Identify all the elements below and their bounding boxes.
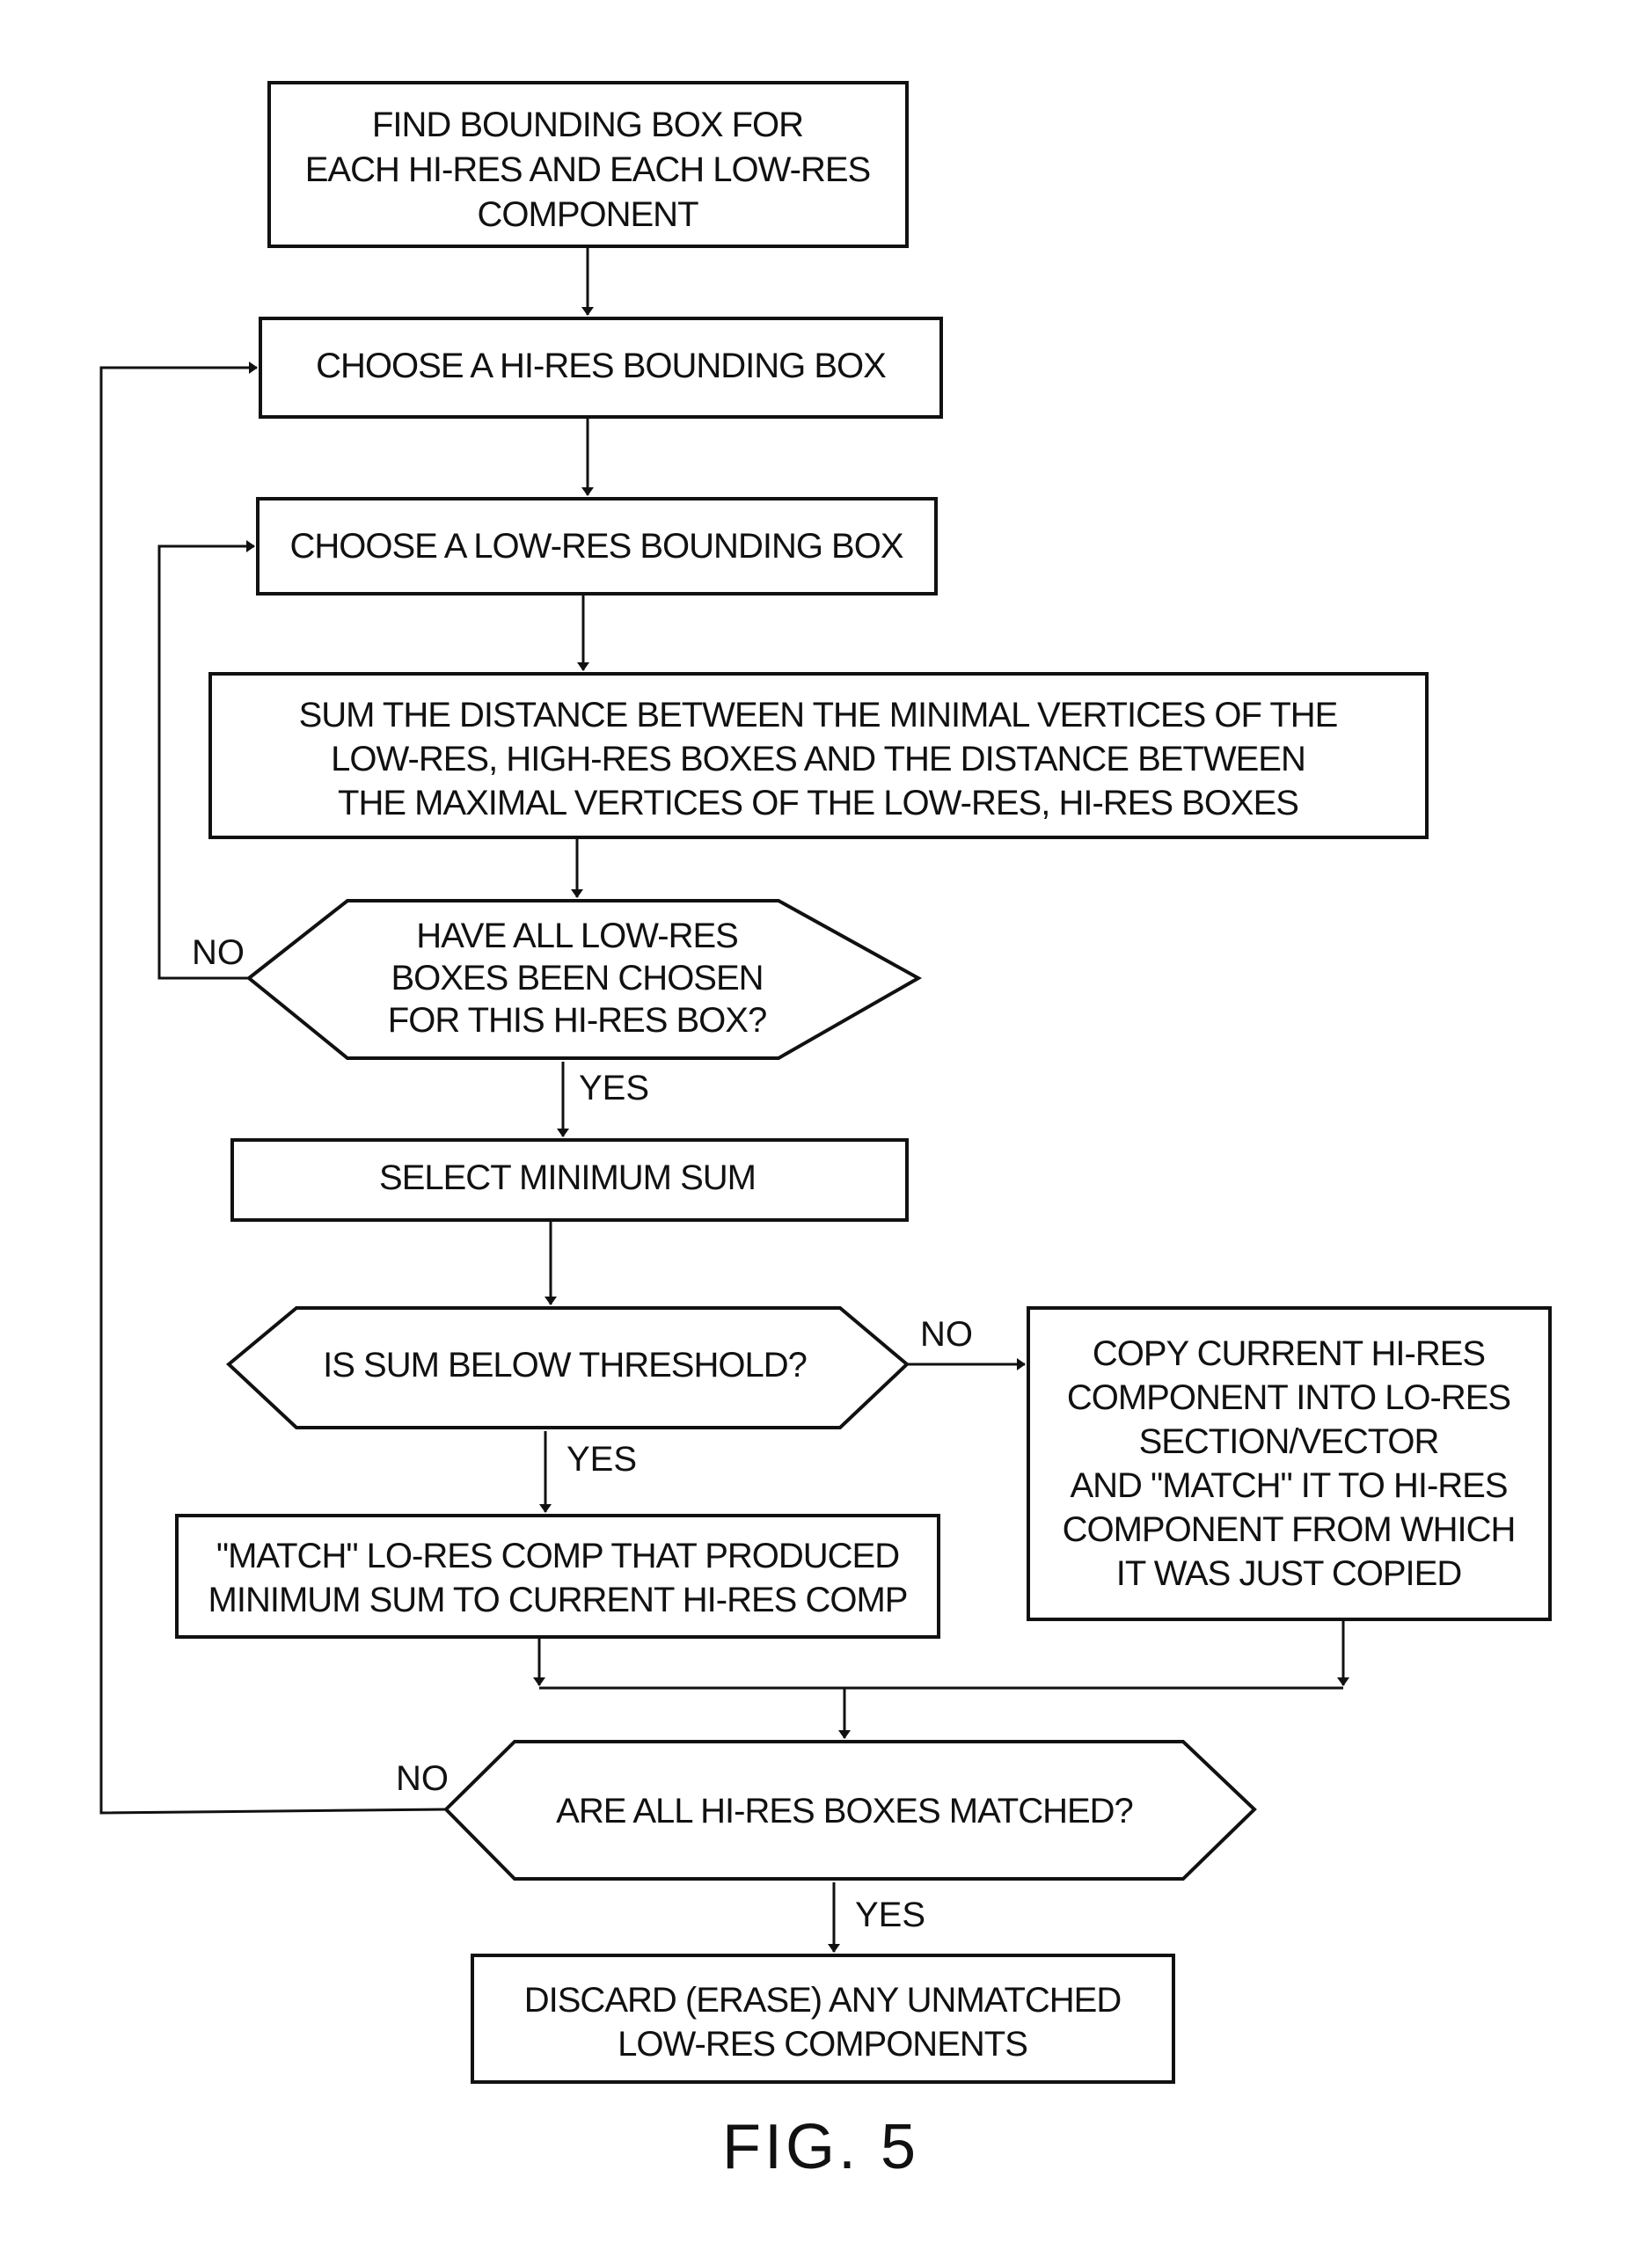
node-text-line: COMPONENT FROM WHICH	[1063, 1510, 1516, 1549]
node-text-line: DISCARD (ERASE) ANY UNMATCHED	[524, 1981, 1122, 2020]
node-text-line: SELECT MINIMUM SUM	[379, 1158, 756, 1197]
node-text-line: FOR THIS HI-RES BOX?	[388, 1001, 766, 1040]
decision-all-hires-matched: ARE ALL HI-RES BOXES MATCHED?	[446, 1742, 1254, 1879]
node-text-line: IT WAS JUST COPIED	[1116, 1554, 1461, 1593]
node-text-line: IS SUM BELOW THRESHOLD?	[323, 1346, 807, 1385]
node-match-lowres: "MATCH" LO-RES COMP THAT PRODUCED MINIMU…	[177, 1516, 939, 1637]
node-text-line: CHOOSE A LOW-RES BOUNDING BOX	[289, 527, 903, 566]
node-choose-lowres: CHOOSE A LOW-RES BOUNDING BOX	[258, 499, 936, 594]
node-text-line: EACH HI-RES AND EACH LOW-RES	[305, 150, 871, 189]
node-choose-hires: CHOOSE A HI-RES BOUNDING BOX	[260, 318, 941, 417]
figure-caption: FIG. 5	[722, 2112, 919, 2182]
label-decision2-no: NO	[920, 1315, 973, 1354]
decision-below-threshold: IS SUM BELOW THRESHOLD?	[229, 1308, 907, 1428]
node-text-line: SECTION/VECTOR	[1139, 1422, 1439, 1461]
node-text-line: COPY CURRENT HI-RES	[1093, 1334, 1485, 1373]
node-text-line: LOW-RES COMPONENTS	[618, 2025, 1027, 2064]
node-discard: DISCARD (ERASE) ANY UNMATCHED LOW-RES CO…	[472, 1955, 1173, 2082]
label-decision1-no: NO	[192, 933, 245, 972]
node-text-line: AND "MATCH" IT TO HI-RES	[1070, 1466, 1507, 1505]
node-text-line: HAVE ALL LOW-RES	[416, 917, 738, 955]
node-text-line: COMPONENT	[478, 195, 699, 234]
node-text-line: THE MAXIMAL VERTICES OF THE LOW-RES, HI-…	[338, 784, 1298, 822]
node-text-line: ARE ALL HI-RES BOXES MATCHED?	[556, 1792, 1133, 1830]
label-decision3-no: NO	[396, 1759, 449, 1798]
node-text-line: BOXES BEEN CHOSEN	[391, 959, 763, 997]
label-decision3-yes: YES	[855, 1896, 925, 1934]
node-select-min: SELECT MINIMUM SUM	[232, 1140, 907, 1220]
node-text-line: CHOOSE A HI-RES BOUNDING BOX	[316, 347, 886, 385]
node-text-line: "MATCH" LO-RES COMP THAT PRODUCED	[216, 1537, 899, 1575]
decision-all-lowres-chosen: HAVE ALL LOW-RES BOXES BEEN CHOSEN FOR T…	[249, 901, 918, 1058]
label-decision2-yes: YES	[567, 1440, 637, 1479]
label-decision1-yes: YES	[579, 1069, 649, 1107]
node-text-line: SUM THE DISTANCE BETWEEN THE MINIMAL VER…	[299, 696, 1338, 734]
node-copy-hires: COPY CURRENT HI-RES COMPONENT INTO LO-RE…	[1028, 1308, 1550, 1619]
node-text-line: LOW-RES, HIGH-RES BOXES AND THE DISTANCE…	[331, 740, 1305, 778]
node-find-boxes: FIND BOUNDING BOX FOR EACH HI-RES AND EA…	[269, 83, 907, 246]
node-text-line: FIND BOUNDING BOX FOR	[372, 106, 803, 144]
node-text-line: MINIMUM SUM TO CURRENT HI-RES COMP	[208, 1581, 908, 1619]
node-text-line: COMPONENT INTO LO-RES	[1067, 1378, 1510, 1417]
node-sum-distance: SUM THE DISTANCE BETWEEN THE MINIMAL VER…	[210, 674, 1427, 837]
